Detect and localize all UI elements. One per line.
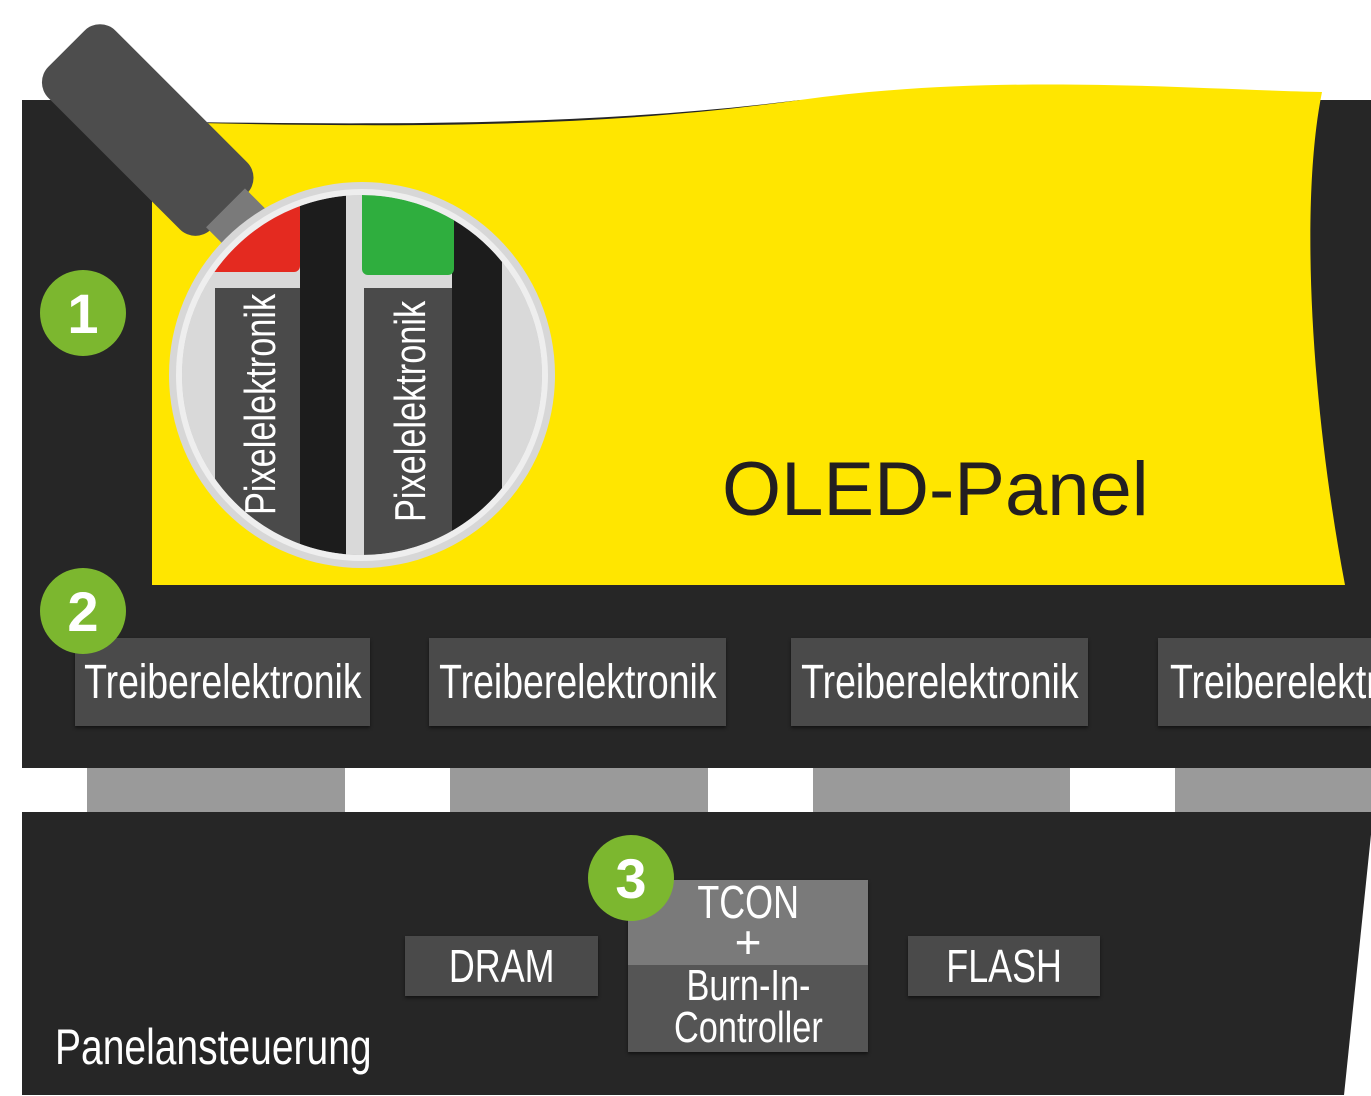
tcon-box: TCON + Burn-In- Controller bbox=[628, 876, 868, 1052]
driver-label: Treiberelektronik bbox=[800, 655, 1079, 709]
control-title-text: Panelansteuerung bbox=[55, 1019, 372, 1075]
driver-label: Treiberelektronik bbox=[83, 655, 362, 709]
pixel-label-1: Pixelelektronik bbox=[236, 294, 285, 515]
driver-label: Treiberelektronik bbox=[438, 655, 717, 709]
driver-box-1: Treiberelektronik bbox=[75, 638, 370, 726]
magnifier-graphic: Pixelelektronik Pixelelektronik bbox=[41, 24, 555, 568]
dram-label: DRAM bbox=[448, 940, 555, 992]
driver-label: Treiberelektr bbox=[1170, 655, 1371, 709]
dram-box: DRAM bbox=[405, 936, 598, 996]
driver-box-3: Treiberelektronik bbox=[791, 638, 1088, 726]
badge-2: 2 bbox=[40, 568, 126, 654]
tcon-plus: + bbox=[734, 916, 762, 968]
burn-in-label: Burn-In- bbox=[686, 961, 810, 1010]
connector-3 bbox=[813, 768, 1070, 812]
connector-2 bbox=[450, 768, 708, 812]
panel-title: OLED-Panel bbox=[722, 447, 1149, 532]
badge-3: 3 bbox=[588, 835, 674, 921]
connector-4 bbox=[1175, 768, 1371, 812]
driver-box-4: Treiberelektr bbox=[1158, 638, 1371, 726]
driver-box-2: Treiberelektronik bbox=[429, 638, 726, 726]
badge-1: 1 bbox=[40, 270, 126, 356]
pixel-label-2: Pixelelektronik bbox=[386, 301, 435, 522]
tcon-label: TCON bbox=[697, 876, 799, 928]
control-title: Panelansteuerung bbox=[55, 1018, 461, 1076]
flash-label: FLASH bbox=[946, 940, 1062, 992]
connector-1 bbox=[87, 768, 345, 812]
flash-box: FLASH bbox=[908, 936, 1100, 996]
controller-label: Controller bbox=[673, 1003, 823, 1052]
